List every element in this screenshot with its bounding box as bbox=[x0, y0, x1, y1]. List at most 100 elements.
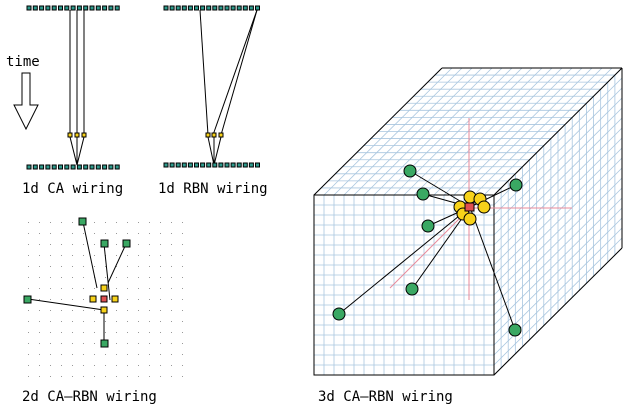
grid-dot bbox=[72, 343, 73, 344]
grid-dot bbox=[182, 343, 183, 344]
grid-dot bbox=[149, 277, 150, 278]
ca-rbn-3d-panel bbox=[313, 67, 623, 376]
grid-dot bbox=[83, 343, 84, 344]
cell bbox=[181, 5, 187, 11]
grid-dot bbox=[61, 288, 62, 289]
cell bbox=[64, 164, 70, 170]
cell bbox=[200, 5, 206, 11]
grid-dot bbox=[182, 332, 183, 333]
cell bbox=[32, 164, 38, 170]
cell bbox=[39, 164, 45, 170]
grid-dot bbox=[61, 332, 62, 333]
grid-dot bbox=[28, 244, 29, 245]
cell bbox=[242, 162, 248, 168]
grid-dot bbox=[182, 255, 183, 256]
cell bbox=[58, 164, 63, 170]
grid-dot bbox=[50, 244, 51, 245]
grid-dot bbox=[116, 255, 117, 256]
cell bbox=[212, 5, 218, 11]
grid-dot bbox=[138, 343, 139, 344]
cell bbox=[224, 162, 230, 168]
grid-dot bbox=[105, 233, 106, 234]
cell bbox=[248, 5, 254, 11]
cell bbox=[224, 5, 230, 11]
ca-rbn-2d-caption: 2d CA–RBN wiring bbox=[22, 389, 157, 405]
ca-1d-mid-cells bbox=[67, 132, 87, 138]
grid-dot bbox=[72, 266, 73, 267]
grid-dot bbox=[94, 354, 95, 355]
grid-dot bbox=[50, 321, 51, 322]
cell bbox=[83, 5, 89, 11]
grid-dot bbox=[182, 233, 183, 234]
grid-dot bbox=[28, 233, 29, 234]
down-arrow-icon bbox=[13, 72, 39, 131]
grid-dot bbox=[127, 288, 128, 289]
grid-dot bbox=[94, 266, 95, 267]
cell bbox=[175, 162, 181, 168]
grid-dot bbox=[149, 310, 150, 311]
grid-dot bbox=[105, 354, 106, 355]
grid-dot bbox=[50, 332, 51, 333]
grid-dot bbox=[160, 233, 161, 234]
grid-dot bbox=[149, 343, 150, 344]
cell bbox=[58, 5, 63, 11]
grid-dot bbox=[149, 299, 150, 300]
grid-dot bbox=[83, 244, 84, 245]
cell bbox=[206, 162, 212, 168]
grid-dot bbox=[83, 299, 84, 300]
grid-dot bbox=[105, 365, 106, 366]
cell bbox=[255, 5, 260, 11]
grid-dot bbox=[50, 365, 51, 366]
grid-dot bbox=[127, 354, 128, 355]
grid-dot bbox=[105, 321, 106, 322]
grid-dot bbox=[171, 365, 172, 366]
cell bbox=[64, 5, 70, 11]
time-indicator: time bbox=[6, 54, 40, 131]
cell bbox=[181, 162, 187, 168]
grid-dot bbox=[160, 332, 161, 333]
grid-dot bbox=[127, 321, 128, 322]
grid-dot bbox=[50, 310, 51, 311]
cell bbox=[187, 5, 193, 11]
cell bbox=[236, 5, 242, 11]
cell bbox=[102, 5, 108, 11]
grid-dot bbox=[72, 222, 73, 223]
grid-dot bbox=[182, 376, 183, 377]
cell bbox=[206, 5, 212, 11]
grid-dot bbox=[182, 288, 183, 289]
cell bbox=[51, 164, 57, 170]
grid-dot bbox=[127, 310, 128, 311]
ca-rbn-3d-center-cell bbox=[464, 202, 475, 212]
grid-dot bbox=[61, 277, 62, 278]
grid-dot bbox=[50, 354, 51, 355]
grid-dot bbox=[149, 288, 150, 289]
cell bbox=[95, 164, 101, 170]
cell bbox=[26, 164, 32, 170]
grid-dot bbox=[171, 321, 172, 322]
grid-dot bbox=[50, 343, 51, 344]
grid-dot bbox=[83, 277, 84, 278]
cube-outline bbox=[313, 67, 623, 376]
grid-dot bbox=[39, 321, 40, 322]
grid-dot bbox=[160, 310, 161, 311]
cell bbox=[248, 162, 254, 168]
grid-dot bbox=[182, 266, 183, 267]
grid-dot bbox=[116, 354, 117, 355]
grid-dot bbox=[28, 277, 29, 278]
grid-dot bbox=[83, 354, 84, 355]
grid-dot bbox=[39, 277, 40, 278]
grid-dot bbox=[116, 343, 117, 344]
grid-dot bbox=[160, 343, 161, 344]
cell bbox=[194, 5, 199, 11]
cell bbox=[194, 162, 199, 168]
grid-dot bbox=[138, 222, 139, 223]
grid-dot bbox=[127, 299, 128, 300]
rbn-1d-top-cells bbox=[163, 5, 260, 11]
grid-dot bbox=[39, 310, 40, 311]
ca-1d-top-cells bbox=[26, 5, 120, 11]
grid-dot bbox=[39, 299, 40, 300]
cell bbox=[187, 162, 193, 168]
grid-dot bbox=[50, 233, 51, 234]
grid-dot bbox=[39, 288, 40, 289]
grid-dot bbox=[160, 321, 161, 322]
